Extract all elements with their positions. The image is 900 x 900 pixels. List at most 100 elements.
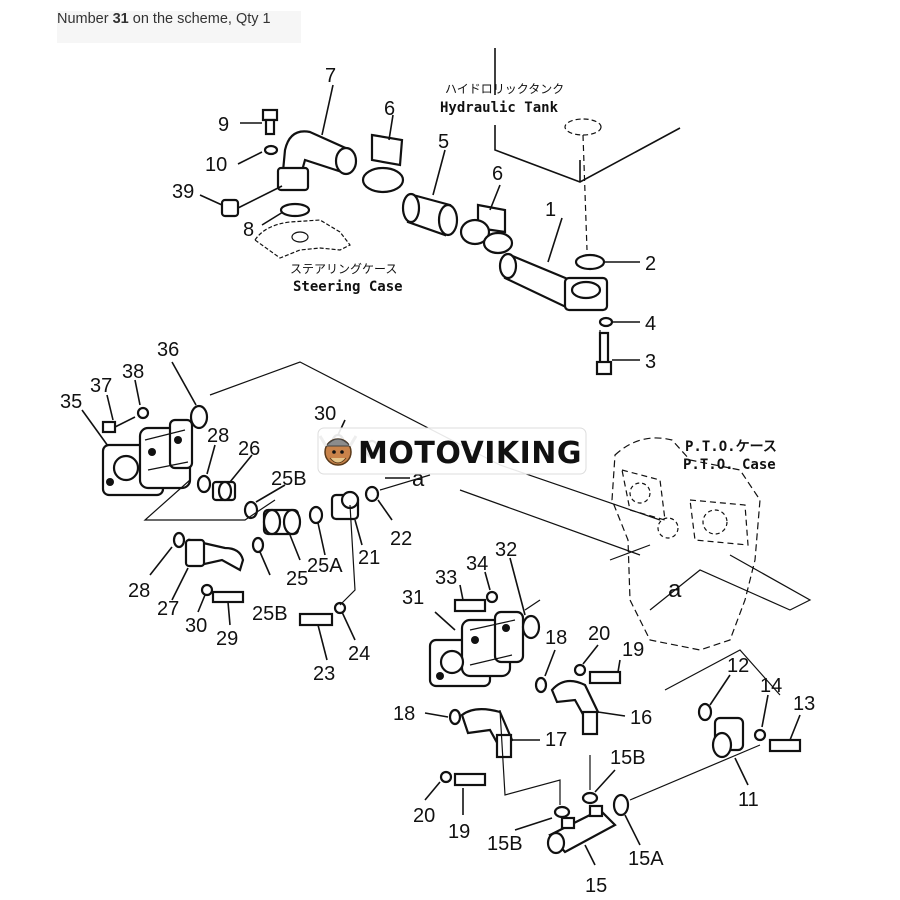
label-26: 26 [238, 438, 260, 460]
steering-case-jp: ステアリングケース [290, 262, 397, 276]
washer-14 [753, 728, 767, 742]
joint-25 [262, 508, 302, 536]
label-39: 39 [172, 181, 194, 203]
label-15a: 15A [628, 848, 664, 870]
label-11: 11 [738, 789, 759, 811]
plug-39 [220, 185, 283, 218]
label-19a: 19 [622, 639, 644, 661]
fitting-11 [711, 716, 745, 759]
steering-case [254, 219, 351, 259]
bolt-19b [453, 772, 487, 787]
washer-20b [439, 770, 453, 784]
label-6a: 6 [384, 98, 395, 120]
label-27: 27 [157, 598, 179, 620]
caption-prefix: Number [57, 11, 113, 27]
washer-20a [573, 663, 587, 677]
caption: Number 31 on the scheme, Qty 1 [57, 11, 301, 43]
bolt-33 [453, 598, 487, 613]
o-ring-32 [521, 614, 541, 640]
label-6b: 6 [492, 163, 503, 185]
label-28b: 28 [128, 580, 150, 602]
label-14: 14 [760, 675, 782, 697]
o-ring-18b [448, 708, 462, 726]
label-12: 12 [727, 655, 749, 677]
fitting-26 [211, 480, 237, 502]
frame-lines-left [143, 361, 812, 611]
label-17: 17 [545, 729, 567, 751]
o-ring-15a [612, 793, 630, 817]
o-ring-12 [697, 702, 713, 722]
o-ring-15b-b [581, 791, 599, 805]
label-25: 25 [286, 568, 308, 590]
connector-a-right: a [668, 576, 682, 603]
label-25b-b: 25B [252, 603, 288, 625]
label-38: 38 [122, 361, 144, 383]
pto-case [611, 437, 761, 651]
bolt-37 [101, 416, 136, 434]
o-ring-15b-a [553, 805, 571, 819]
label-13: 13 [793, 693, 815, 715]
hydraulic-tank-jp: ハイドロリックタンク [445, 82, 564, 96]
washer-30 [200, 583, 214, 597]
label-30a: 30 [314, 403, 336, 425]
leaders-left [81, 361, 410, 661]
label-25a: 25A [307, 555, 343, 577]
clamp-6a [361, 133, 405, 194]
steering-case-en: Steering Case [293, 279, 403, 295]
o-ring-8 [279, 202, 311, 218]
o-ring-2 [574, 253, 606, 271]
label-23: 23 [313, 663, 335, 685]
block-15 [546, 804, 617, 855]
label-34: 34 [466, 553, 488, 575]
label-9: 9 [218, 114, 229, 136]
washer-38 [136, 406, 150, 420]
part-labels: 1 2 3 4 5 6 6 7 8 9 10 11 12 13 14 15 15… [60, 65, 815, 897]
label-25b-a: 25B [271, 468, 307, 490]
elbow-17 [460, 708, 514, 759]
o-ring-28a [196, 474, 212, 494]
elbow-16 [550, 679, 600, 736]
o-ring-36 [189, 404, 209, 430]
o-ring-18a [534, 676, 548, 694]
watermark: MOTOVIKING [317, 427, 587, 475]
label-19b: 19 [448, 821, 470, 843]
washer-10 [263, 144, 279, 156]
frame-lines-right [499, 599, 781, 805]
o-ring-25b-b [251, 536, 265, 554]
o-ring-22 [364, 485, 380, 503]
label-4: 4 [645, 313, 656, 335]
leaders-right [424, 557, 801, 866]
elbow-21 [330, 490, 360, 521]
label-21: 21 [358, 547, 380, 569]
bolt-23 [298, 612, 334, 627]
washer-4 [598, 316, 614, 328]
label-35: 35 [60, 391, 82, 413]
label-2: 2 [645, 253, 656, 275]
label-20a: 20 [588, 623, 610, 645]
bolt-9 [261, 108, 279, 136]
leaders-top [199, 84, 640, 361]
label-10: 10 [205, 154, 227, 176]
label-37: 37 [90, 375, 112, 397]
label-15b-b: 15B [610, 747, 646, 769]
elbow-27 [184, 538, 245, 572]
watermark-text: MOTOVIKING [358, 436, 582, 471]
label-7: 7 [325, 65, 336, 87]
tube-1 [498, 252, 609, 312]
pto-case-en: P.T.O. Case [683, 457, 776, 473]
label-28a: 28 [207, 425, 229, 447]
pto-case-jp: P.T.O.ケース [685, 439, 777, 455]
hydraulic-tank-en: Hydraulic Tank [440, 100, 559, 116]
washer-34 [485, 590, 499, 604]
washer-24 [333, 601, 347, 615]
viking-mascot-icon [318, 435, 358, 466]
label-1: 1 [545, 199, 556, 221]
label-33: 33 [435, 567, 457, 589]
o-ring-28b [172, 531, 186, 549]
bolt-29 [211, 590, 245, 604]
bolt-13 [768, 738, 802, 753]
label-8: 8 [243, 219, 254, 241]
label-16: 16 [630, 707, 652, 729]
clamp-6b [459, 203, 514, 255]
